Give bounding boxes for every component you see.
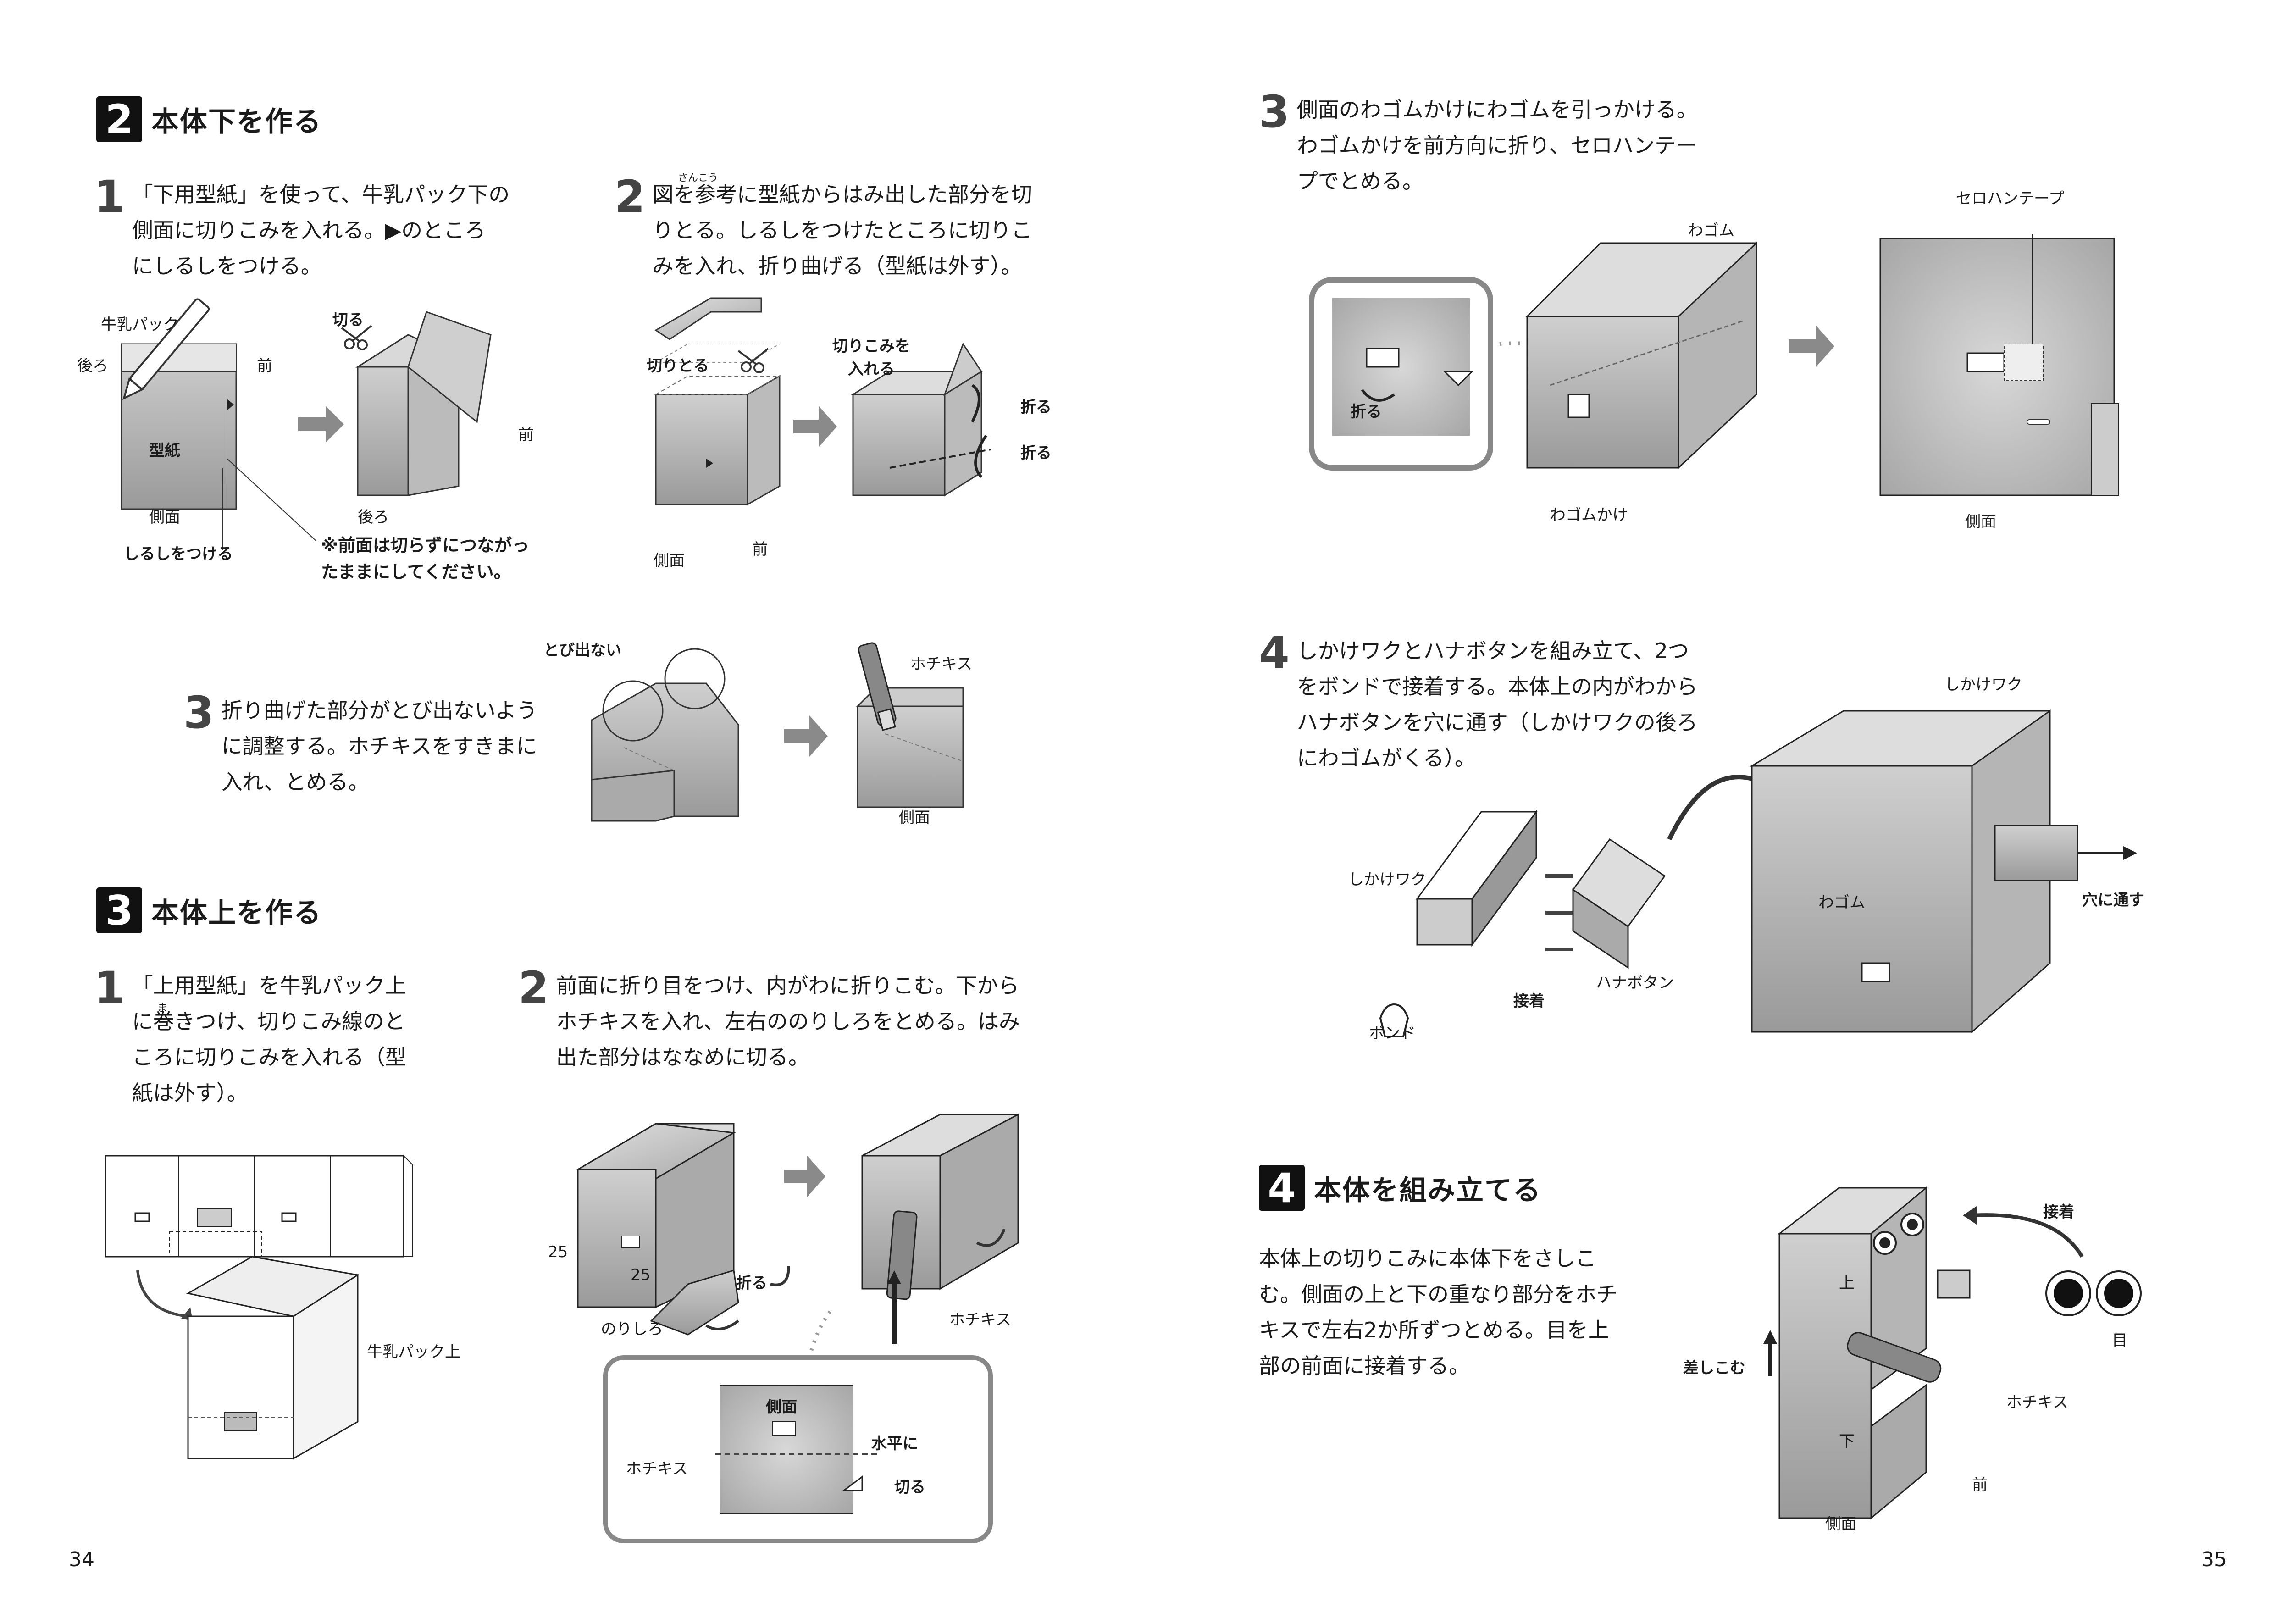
section-number-badge: 2 bbox=[96, 96, 142, 143]
step-number: 2 bbox=[615, 171, 645, 222]
step-number: 3 bbox=[183, 687, 214, 738]
step-text: 「下用型紙」を使って、牛乳パック下の 側面に切りこみを入れる。▶のところ にしる… bbox=[132, 182, 510, 278]
page-number-left: 34 bbox=[69, 1548, 94, 1571]
section-title: 本体を組み立てる bbox=[1314, 1174, 1541, 1207]
figure-right-section4 bbox=[1763, 1186, 2142, 1520]
label-side: 側面 bbox=[899, 809, 930, 827]
section-number-badge: 3 bbox=[96, 887, 142, 934]
label-fold-2: 折る bbox=[1020, 444, 1052, 462]
label-front-2: 前 bbox=[518, 426, 534, 444]
label-mark: しるしをつける bbox=[124, 545, 233, 563]
section-title: 本体下を作る bbox=[151, 105, 322, 138]
label-fold-1: 折る bbox=[1020, 398, 1052, 416]
step-text: しかけワクとハナボタンを組み立て、2つ をボンドで接着する。本体上の内がわから … bbox=[1296, 638, 1698, 770]
label-cello-tape: セロハンテープ bbox=[1956, 189, 2064, 208]
label-frame-2: しかけワク bbox=[1348, 870, 1426, 889]
label-cut-off: 切りとる bbox=[647, 357, 709, 375]
label-front: 前 bbox=[1972, 1476, 1988, 1494]
right-step-4-instruction: 4 しかけワクとハナボタンを組み立て、2つ をボンドで接着する。本体上の内がわか… bbox=[1259, 627, 1698, 776]
label-glue: 接着 bbox=[2043, 1203, 2074, 1221]
inset-label-cut: 切る bbox=[894, 1478, 925, 1497]
step-2-instruction: 2 図を参考に型紙からはみ出した部分を切 りとる。しるしをつけたところに切りこ … bbox=[615, 171, 1032, 284]
step-number: 3 bbox=[1259, 86, 1290, 138]
label-hana-button: ハナボタン bbox=[1596, 974, 1674, 992]
label-cut: 切る bbox=[332, 311, 364, 329]
figure-right-step4 bbox=[1379, 709, 2137, 1037]
label-stapler: ホチキス bbox=[2006, 1393, 2068, 1412]
section-4-header: 4 本体を組み立てる bbox=[1259, 1164, 1541, 1212]
figure-sec3-step2 bbox=[576, 1113, 1019, 1543]
label-side: 側面 bbox=[1825, 1515, 1856, 1533]
label-bottom: 下 bbox=[1839, 1432, 1855, 1451]
figure-sec3-step1 bbox=[105, 1154, 413, 1460]
label-no-protrude: とび出ない bbox=[543, 641, 621, 660]
figure-step1 bbox=[121, 298, 492, 550]
label-bond: ボンド bbox=[1369, 1024, 1416, 1042]
step-text: 「上用型紙」を牛乳パック上 に巻きつけ、切りこみ線のと ころに切りこみを入れる（… bbox=[132, 973, 406, 1105]
label-side: 側面 bbox=[1965, 513, 1996, 531]
ruby-reading: さんこう bbox=[678, 172, 719, 184]
sec3-step-2-instruction: 2 前面に折り目をつけ、内がわに折りこむ。下から ホチキスを入れ、左右ののりしろ… bbox=[518, 962, 1020, 1075]
label-fold: 折る bbox=[736, 1274, 767, 1292]
step-text: 図を参考に型紙からはみ出した部分を切 りとる。しるしをつけたところに切りこ みを… bbox=[652, 182, 1032, 278]
inset-label-stapler: ホチキス bbox=[626, 1460, 688, 1478]
label-glue: 接着 bbox=[1513, 992, 1545, 1010]
label-stapler: ホチキス bbox=[949, 1311, 1011, 1329]
label-back: 後ろ bbox=[77, 357, 108, 375]
label-milk-pack: 牛乳パック bbox=[101, 316, 179, 334]
label-through-hole: 穴に通す bbox=[2082, 891, 2144, 909]
inset-label-horizontal: 水平に bbox=[871, 1435, 918, 1453]
section-number-badge: 4 bbox=[1259, 1164, 1305, 1212]
step-text: 折り曲げた部分がとび出ないよう に調整する。ホチキスをすきまに 入れ、とめる。 bbox=[221, 698, 537, 794]
step-number: 1 bbox=[94, 171, 125, 222]
label-milk-top: 牛乳パック上 bbox=[367, 1343, 460, 1361]
right-step-3-instruction: 3 側面のわゴムかけにわゴムを引っかける。 わゴムかけを前方向に折り、セロハンテ… bbox=[1259, 86, 1698, 199]
section-4-text: 本体上の切りこみに本体下をさしこ む。側面の上と下の重なり部分をホチ キスで左右… bbox=[1259, 1246, 1617, 1378]
label-front: 前 bbox=[257, 357, 272, 375]
sec3-step-1-instruction: 1 「上用型紙」を牛乳パック上 に巻きつけ、切りこみ線のと ころに切りこみを入れ… bbox=[94, 962, 406, 1111]
label-insert: 差しこむ bbox=[1683, 1359, 1745, 1377]
label-glue-margin: のりしろ bbox=[601, 1320, 663, 1338]
step-number: 2 bbox=[518, 962, 549, 1014]
label-side: 側面 bbox=[149, 508, 180, 527]
figure-right-step3 bbox=[1309, 234, 2119, 496]
step-number: 4 bbox=[1259, 627, 1290, 679]
ruby-reading: ま bbox=[157, 1003, 168, 1014]
step-1-instruction: 1 「下用型紙」を使って、牛乳パック下の 側面に切りこみを入れる。▶のところ に… bbox=[94, 171, 510, 284]
label-25-b: 25 bbox=[631, 1266, 651, 1284]
label-band-hook: わゴムかけ bbox=[1550, 506, 1628, 524]
step-text: 側面のわゴムかけにわゴムを引っかける。 わゴムかけを前方向に折り、セロハンテー … bbox=[1296, 97, 1698, 194]
label-stapler: ホチキス bbox=[910, 655, 972, 673]
label-fold: 折る bbox=[1351, 403, 1382, 421]
label-front: 前 bbox=[752, 540, 768, 559]
note-front-uncut: ※前面は切らずにつながっ たままにしてください。 bbox=[321, 535, 530, 582]
step-text: 前面に折り目をつけ、内がわに折りこむ。下から ホチキスを入れ、左右ののりしろをと… bbox=[556, 973, 1020, 1070]
label-25-a: 25 bbox=[548, 1243, 568, 1261]
step-number: 1 bbox=[94, 962, 125, 1014]
label-rubber-band: わゴム bbox=[1818, 893, 1865, 912]
label-top: 上 bbox=[1839, 1274, 1855, 1292]
section-2-header: 2 本体下を作る bbox=[96, 96, 322, 143]
figure-step2 bbox=[654, 297, 991, 506]
step-3-instruction: 3 折り曲げた部分がとび出ないよう に調整する。ホチキスをすきまに 入れ、とめる… bbox=[183, 687, 537, 800]
label-rubber-band: わゴム bbox=[1688, 222, 1734, 240]
figure-step3 bbox=[591, 642, 964, 822]
label-pattern: 型紙 bbox=[149, 442, 180, 460]
label-frame: しかけワク bbox=[1944, 676, 2022, 694]
label-eye: 目 bbox=[2112, 1331, 2127, 1350]
section-title: 本体上を作る bbox=[151, 897, 322, 929]
page-number-right: 35 bbox=[2201, 1548, 2227, 1571]
label-make-slit: 切りこみを 入れる bbox=[832, 337, 910, 378]
inset-label-side: 側面 bbox=[766, 1398, 797, 1416]
section-3-header: 3 本体上を作る bbox=[96, 887, 322, 934]
label-side: 側面 bbox=[654, 552, 685, 570]
label-back-2: 後ろ bbox=[358, 508, 389, 527]
